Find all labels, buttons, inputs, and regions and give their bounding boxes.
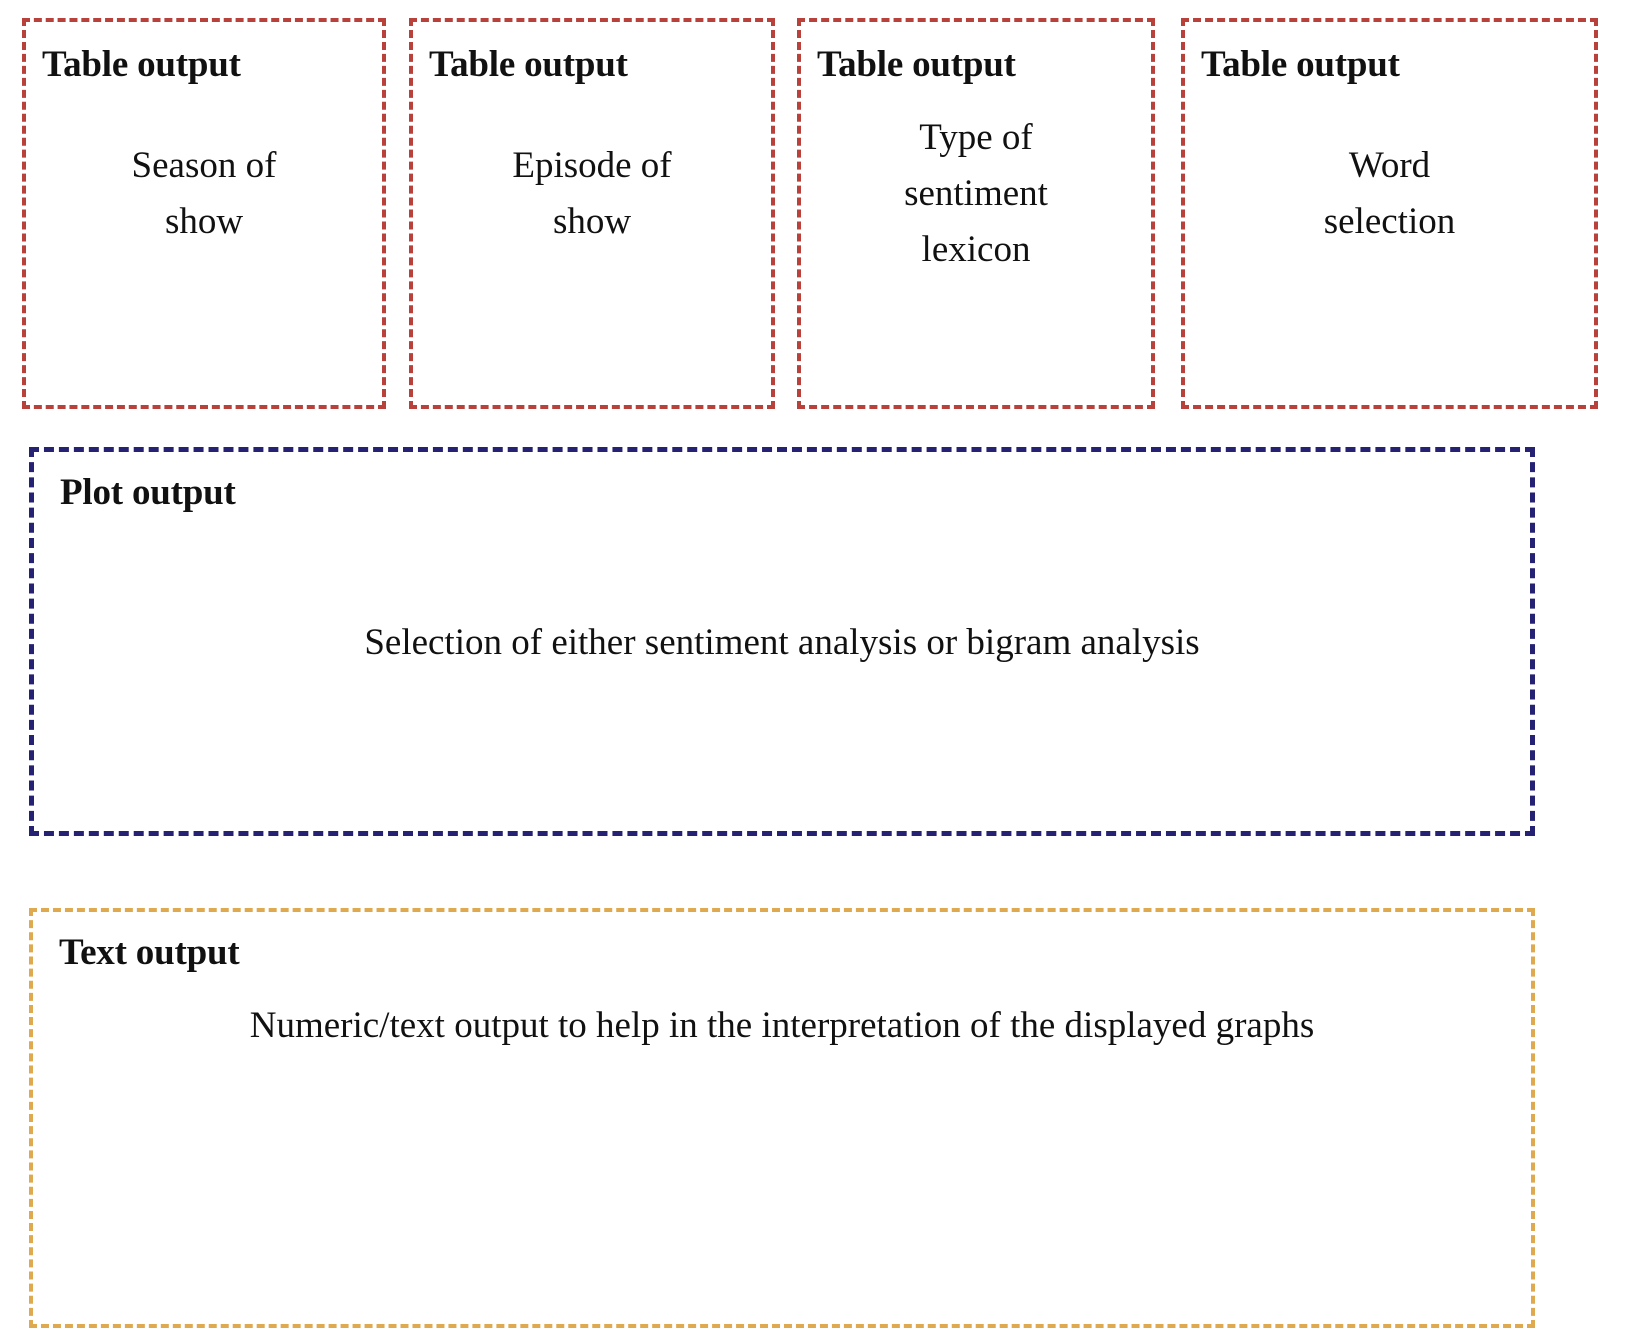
table-output-card-sentiment-lexicon[interactable]: Table output Type of sentiment lexicon	[797, 18, 1155, 409]
table-output-header: Table output	[429, 44, 628, 85]
table-output-description: Episode of show	[512, 145, 672, 243]
table-output-card-season[interactable]: Table output Season of show	[22, 18, 386, 409]
table-output-header: Table output	[1201, 44, 1400, 85]
table-output-header: Table output	[42, 44, 241, 85]
plot-output-header: Plot output	[60, 472, 236, 513]
table-output-description: Season of show	[131, 145, 277, 243]
text-output-panel[interactable]: Text output Numeric/text output to help …	[29, 908, 1535, 1328]
text-output-description: Numeric/text output to help in the inter…	[249, 1005, 1315, 1046]
table-output-card-episode[interactable]: Table output Episode of show	[409, 18, 775, 409]
plot-output-panel[interactable]: Plot output Selection of either sentimen…	[29, 447, 1535, 836]
table-output-description: Word selection	[1323, 145, 1456, 243]
text-output-header: Text output	[59, 932, 240, 973]
table-output-description: Type of sentiment lexicon	[904, 117, 1048, 271]
table-output-header: Table output	[817, 44, 1016, 85]
table-output-card-word-selection[interactable]: Table output Word selection	[1181, 18, 1598, 409]
plot-output-description: Selection of either sentiment analysis o…	[364, 622, 1200, 663]
